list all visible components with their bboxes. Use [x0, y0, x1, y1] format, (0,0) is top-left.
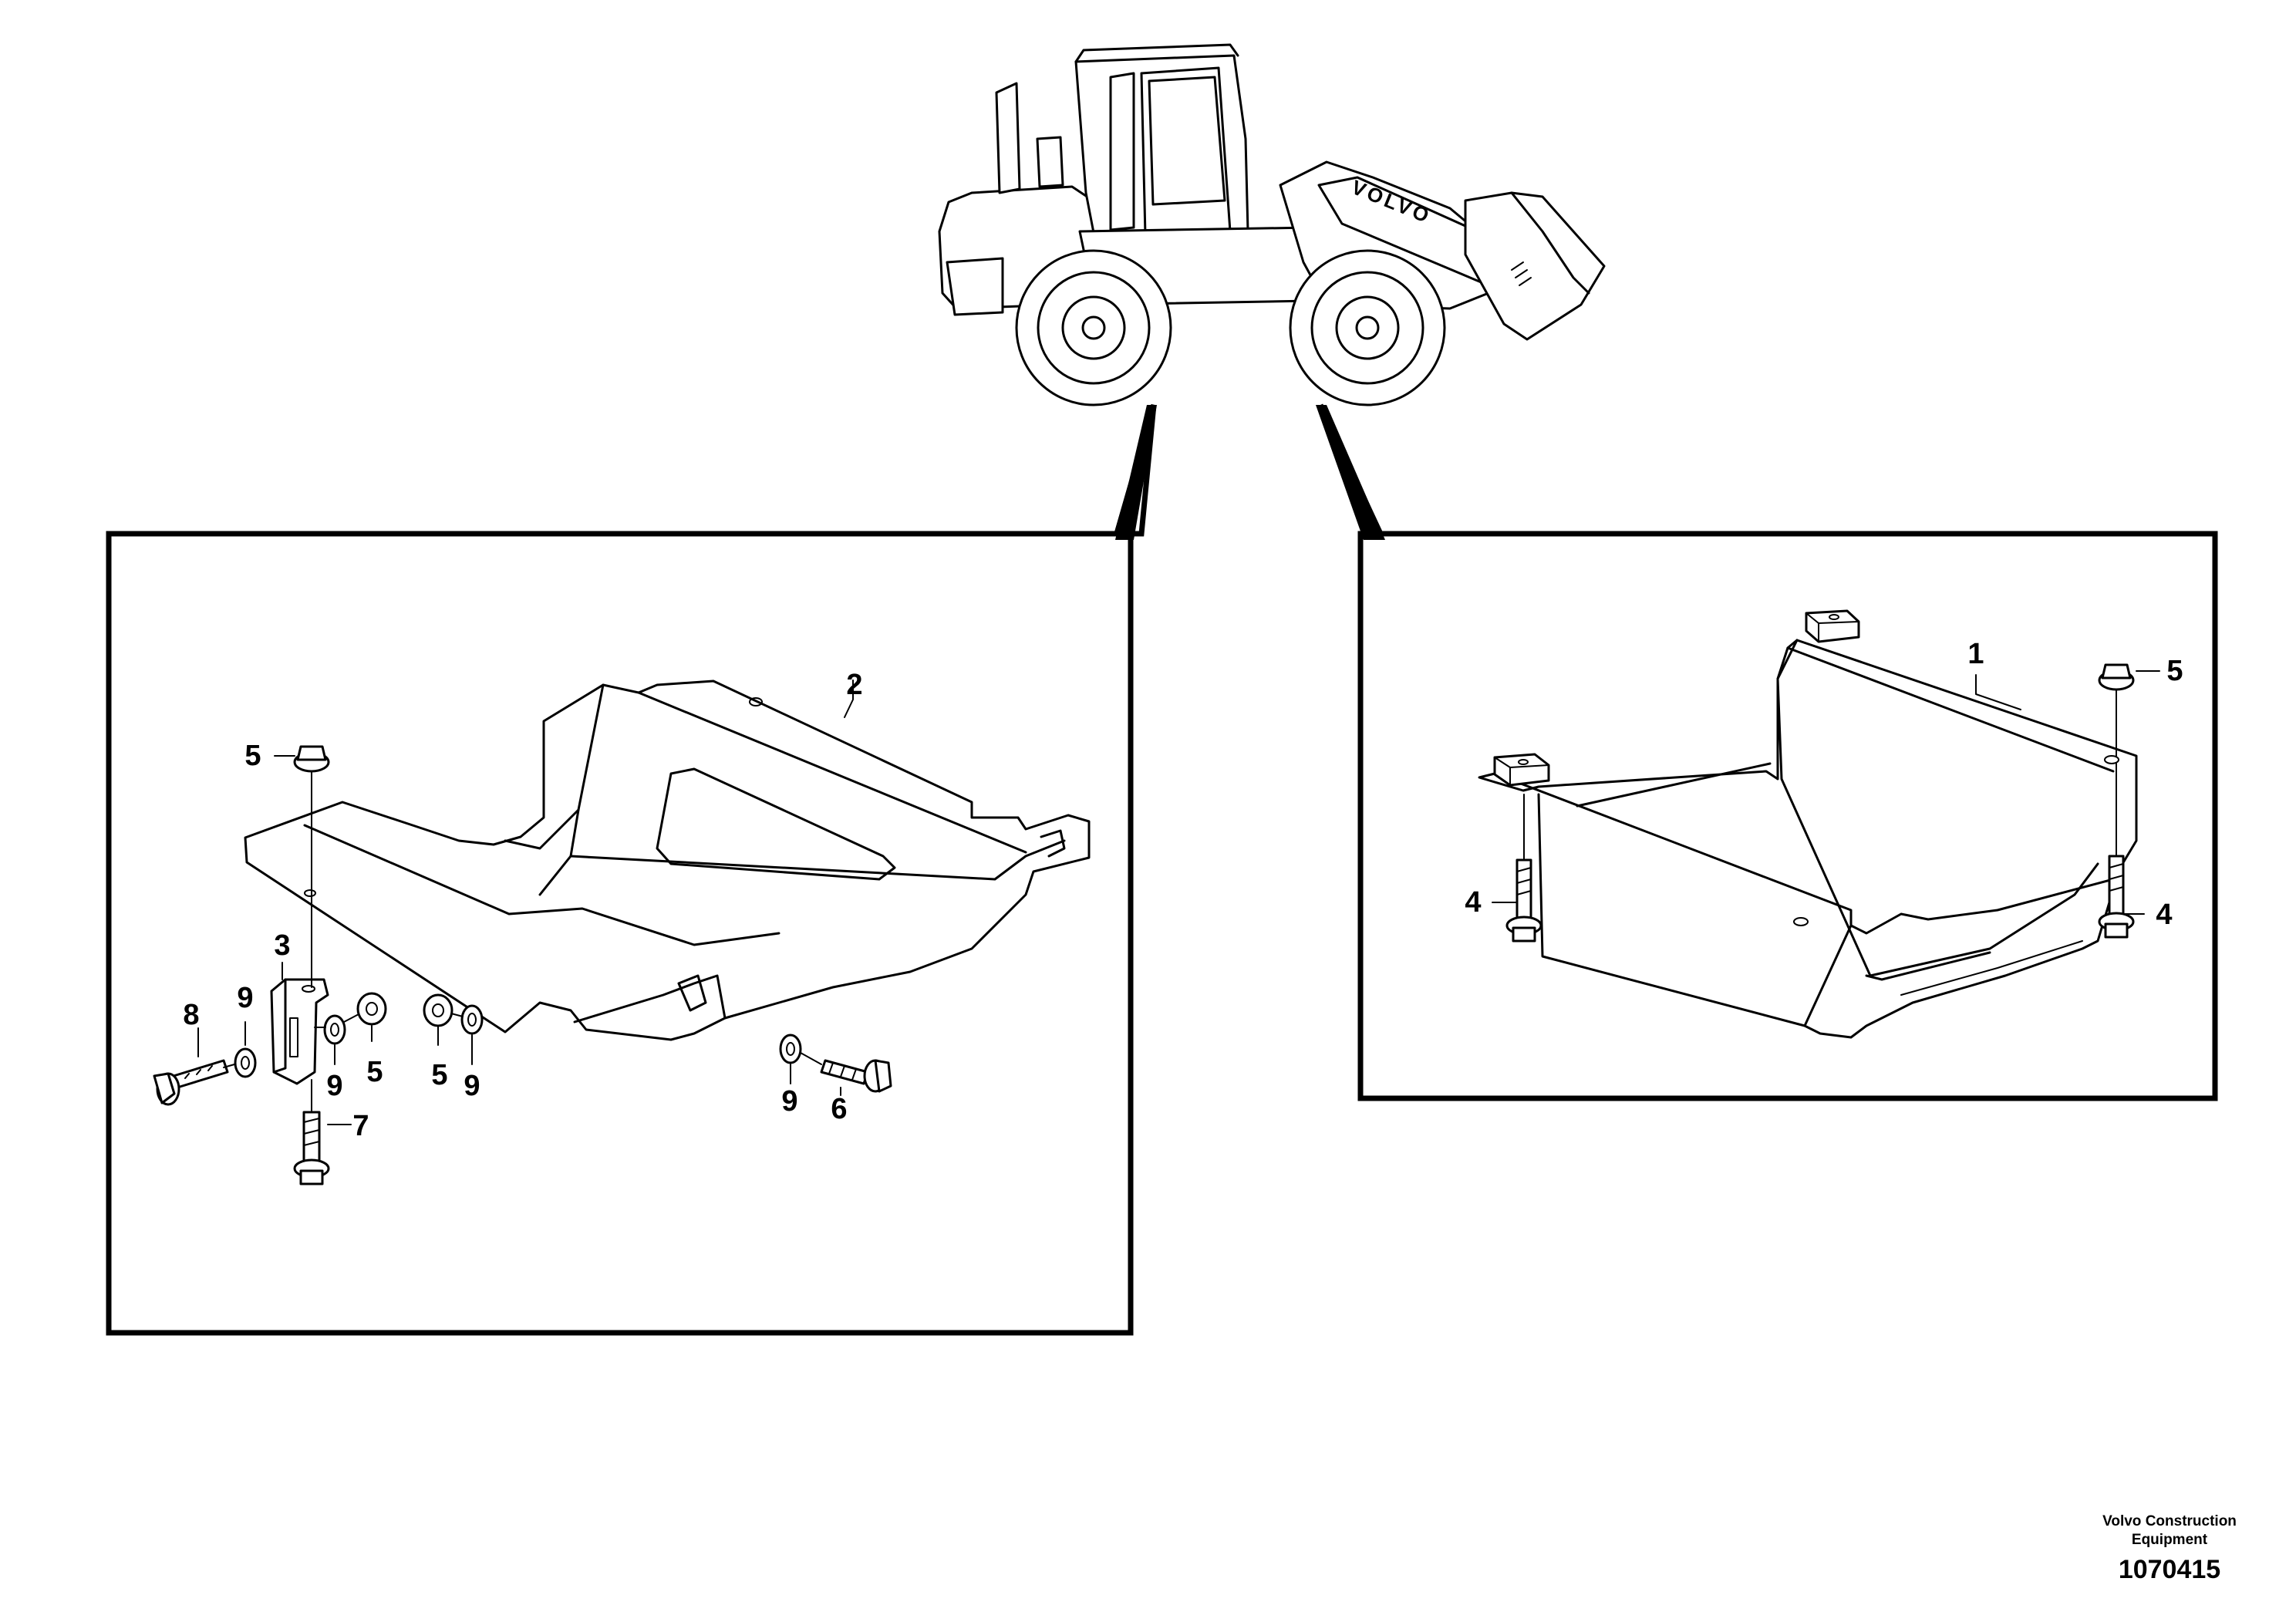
callout-7: 7 [352, 1110, 369, 1142]
callout-6: 6 [831, 1093, 847, 1125]
callout-2: 2 [846, 669, 862, 701]
guard-part-1 [1478, 639, 2138, 1039]
wheel-loader-illustration: VOLVO [938, 43, 1606, 406]
guard-plate-part-2 [244, 679, 1091, 1041]
bolt-part-8 [153, 1059, 246, 1106]
callout-1: 1 [1967, 638, 1984, 670]
nut-part-5-b [423, 993, 453, 1027]
washer-part-9-b [323, 1014, 346, 1045]
callout-labels: 2 5 3 8 9 9 5 5 9 9 6 7 1 5 4 4 [183, 638, 2183, 1142]
bolt-part-4-left [1505, 794, 1542, 943]
callout-8: 8 [183, 999, 199, 1031]
pointer-left [1115, 405, 1157, 540]
callout-5-nut-b: 5 [431, 1059, 447, 1091]
washer-part-9-d [779, 1034, 802, 1064]
washer-part-9-c [460, 1004, 484, 1035]
callout-leaders [197, 670, 2160, 1125]
callout-4-right: 4 [2156, 899, 2172, 931]
callout-3: 3 [274, 929, 290, 962]
nut-part-5-a [356, 992, 387, 1026]
rubber-block-front [1493, 753, 1550, 787]
bolt-part-4-right [2098, 763, 2135, 939]
company-line-1: Volvo Construction [2102, 1513, 2237, 1529]
rubber-block-rear [1805, 609, 1860, 643]
pointer-right [1316, 405, 1385, 540]
bracket-part-3 [270, 978, 329, 1085]
flange-nut-part-5-right [2098, 663, 2135, 757]
callout-9-c: 9 [464, 1070, 480, 1102]
callout-9-d: 9 [781, 1085, 797, 1118]
footer-block: Volvo Construction Equipment 1070415 [2102, 1513, 2237, 1584]
callout-5-right: 5 [2166, 655, 2183, 687]
bolt-part-6 [800, 1052, 892, 1093]
drawing-number: 1070415 [2119, 1555, 2220, 1584]
callout-5-nut-a: 5 [366, 1056, 383, 1088]
flange-nut-top-part-5 [293, 745, 330, 773]
washer-part-9-a [234, 1047, 257, 1078]
callout-9-b: 9 [326, 1070, 342, 1102]
company-line-2: Equipment [2132, 1532, 2208, 1548]
callout-9-a: 9 [237, 982, 253, 1014]
bolt-part-7 [293, 1079, 330, 1185]
callout-5-top: 5 [244, 740, 261, 772]
callout-4-left: 4 [1465, 886, 1481, 919]
